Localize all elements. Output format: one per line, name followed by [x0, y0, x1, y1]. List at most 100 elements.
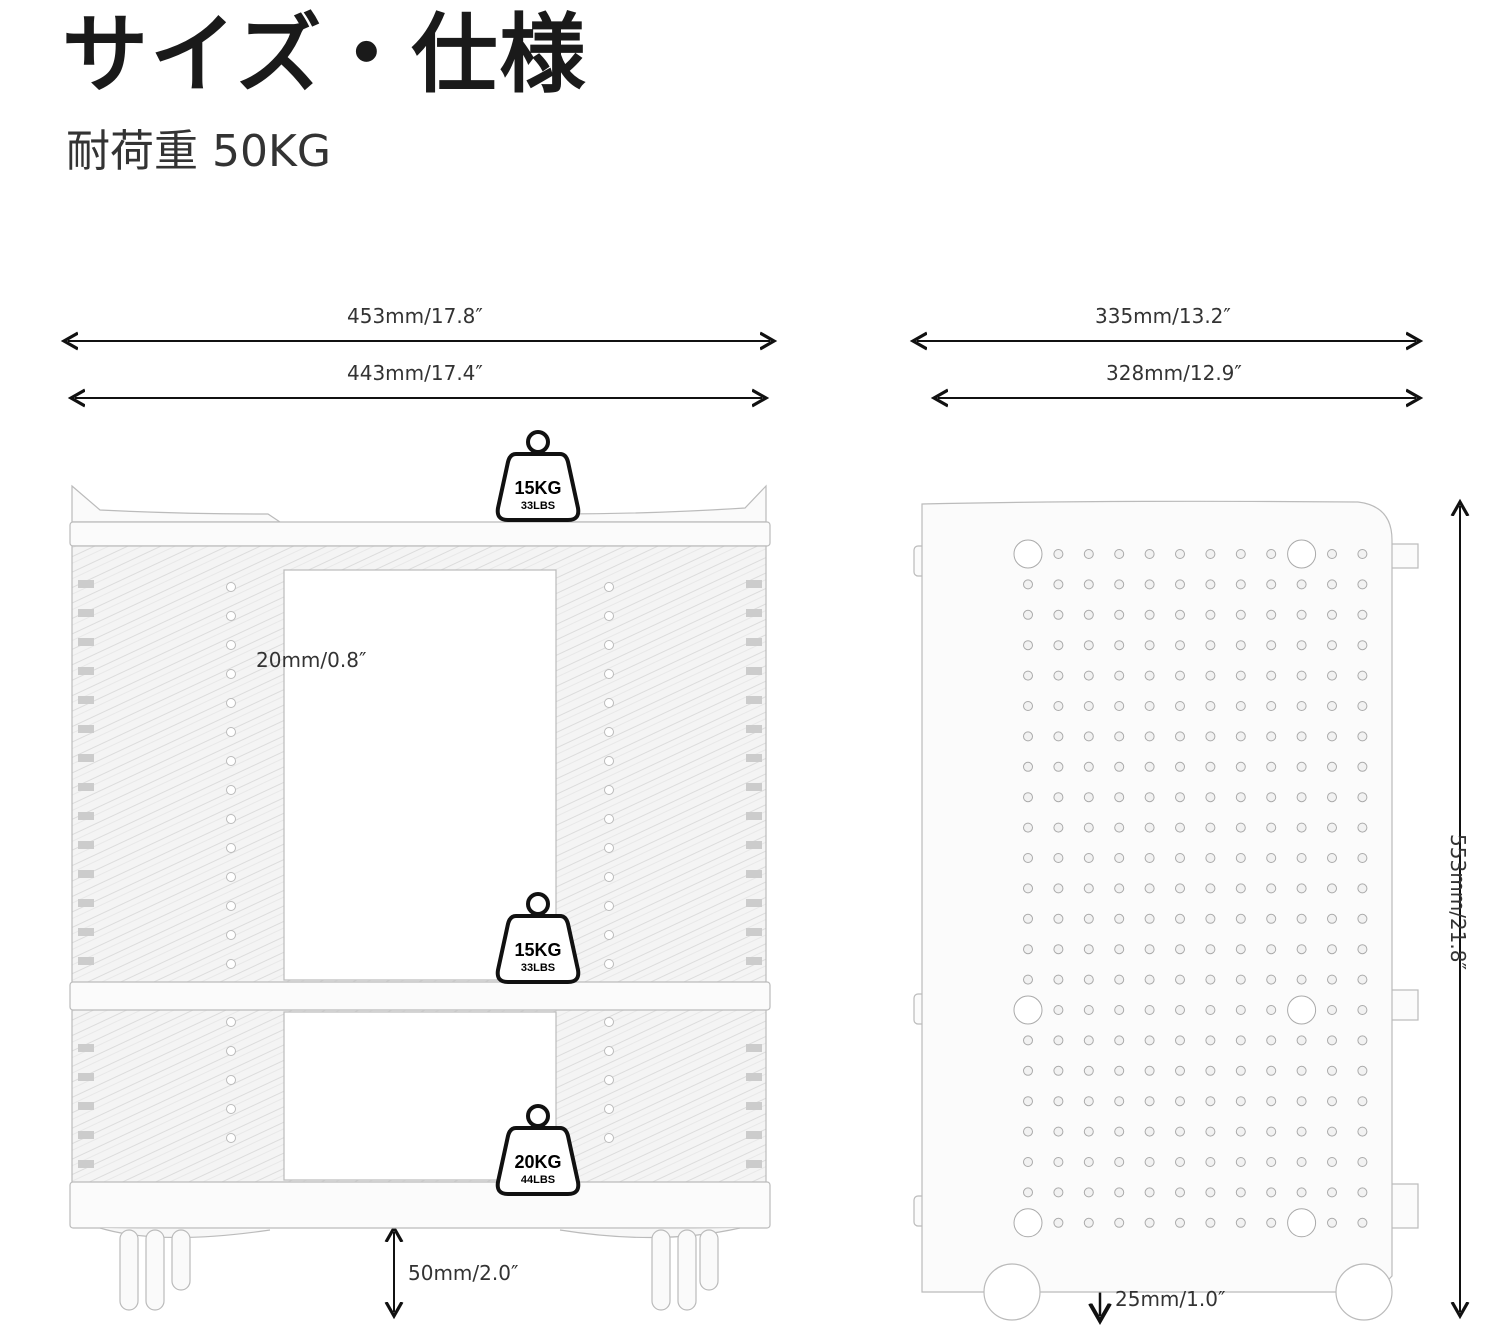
peg-hole — [1357, 761, 1368, 772]
peg-hole — [1327, 1065, 1337, 1076]
peg-hole — [1083, 944, 1094, 955]
peg-hole — [1296, 670, 1307, 681]
peg-hole — [1357, 944, 1368, 955]
peg-hole — [1327, 1035, 1337, 1046]
peg-hole — [1296, 1157, 1307, 1167]
slot — [78, 1160, 94, 1168]
peg-hole — [1083, 731, 1094, 742]
peg-hole — [1023, 913, 1033, 924]
slot — [78, 580, 94, 588]
slot — [746, 928, 762, 936]
large-mount-hole — [1013, 995, 1043, 1025]
outer-depth-label: 335mm/13.2″ — [1095, 304, 1231, 328]
peg-hole — [1023, 640, 1033, 651]
peg-hole — [1357, 731, 1368, 742]
peg-hole — [1205, 579, 1216, 590]
peg-hole — [226, 582, 236, 592]
peg-hole — [1175, 944, 1185, 955]
peg-hole — [604, 930, 614, 940]
peg-hole — [1175, 579, 1185, 590]
peg-hole — [1296, 609, 1307, 620]
peg-hole — [1144, 1126, 1155, 1137]
peg-hole — [1023, 761, 1033, 772]
slot — [78, 841, 94, 849]
slot — [746, 841, 762, 849]
peg-hole — [1235, 609, 1246, 620]
peg-hole — [1327, 701, 1337, 711]
peg-hole — [1266, 1157, 1277, 1167]
peg-hole — [1023, 1187, 1033, 1198]
peg-hole — [1296, 1126, 1307, 1137]
peg-hole — [1144, 1065, 1155, 1076]
peg-hole — [1175, 549, 1185, 559]
peg-hole — [1144, 944, 1155, 955]
peg-hole — [1114, 853, 1125, 863]
peg-hole — [1235, 913, 1246, 924]
peg-hole — [1144, 670, 1155, 681]
peg-hole — [604, 698, 614, 708]
peg-hole — [226, 698, 236, 708]
peg-hole — [1357, 792, 1368, 803]
peg-hole — [1205, 792, 1216, 803]
peg-hole — [1266, 1035, 1277, 1046]
slot — [78, 899, 94, 907]
peg-hole — [1235, 1005, 1246, 1015]
peg-hole — [1296, 1035, 1307, 1046]
peg-hole — [1205, 1005, 1216, 1015]
peg-hole — [1266, 913, 1277, 924]
peg-hole — [1357, 701, 1368, 711]
peg-hole — [604, 872, 614, 882]
peg-hole — [1327, 670, 1337, 681]
peg-hole — [1296, 731, 1307, 742]
peg-hole — [1114, 549, 1125, 559]
peg-hole — [1053, 822, 1064, 833]
peg-hole — [1205, 1126, 1216, 1137]
peg-hole — [1175, 731, 1185, 742]
peg-hole — [1053, 1005, 1064, 1015]
peg-hole — [226, 1046, 236, 1056]
large-mount-hole — [1287, 995, 1317, 1025]
peg-hole — [1175, 913, 1185, 924]
peg-hole — [1296, 579, 1307, 590]
peg-hole — [1296, 1096, 1307, 1107]
peg-hole — [1327, 1126, 1337, 1137]
slot — [78, 609, 94, 617]
peg-hole — [1053, 1126, 1064, 1137]
peg-hole — [226, 640, 236, 650]
peg-hole — [1083, 974, 1094, 985]
peg-hole — [1083, 1065, 1094, 1076]
peg-hole — [1114, 579, 1125, 590]
peg-hole — [1235, 579, 1246, 590]
peg-hole — [1357, 913, 1368, 924]
peg-hole — [1266, 853, 1277, 863]
peg-hole — [1205, 701, 1216, 711]
peg-hole — [1296, 974, 1307, 985]
peg-hole — [1266, 1187, 1277, 1198]
peg-hole — [1327, 761, 1337, 772]
peg-hole — [1175, 670, 1185, 681]
peg-hole — [1296, 822, 1307, 833]
peg-hole — [1235, 1157, 1246, 1167]
peg-hole — [1235, 822, 1246, 833]
peg-hole — [1083, 609, 1094, 620]
peg-hole — [1327, 792, 1337, 803]
slot — [78, 812, 94, 820]
peg-hole — [1114, 974, 1125, 985]
peg-hole — [1083, 579, 1094, 590]
peg-hole — [1053, 731, 1064, 742]
peg-hole — [1357, 1096, 1368, 1107]
peg-hole — [1114, 883, 1125, 894]
slot — [746, 580, 762, 588]
peg-hole — [1205, 974, 1216, 985]
peg-hole — [1296, 701, 1307, 711]
peg-hole — [226, 814, 236, 824]
peg-hole — [1357, 883, 1368, 894]
peg-hole — [1296, 913, 1307, 924]
peg-hole — [1144, 761, 1155, 772]
peg-hole — [1266, 1005, 1277, 1015]
peg-hole — [1175, 1157, 1185, 1167]
peg-hole — [1327, 853, 1337, 863]
peg-hole — [1266, 1126, 1277, 1137]
peg-hole — [604, 1075, 614, 1085]
